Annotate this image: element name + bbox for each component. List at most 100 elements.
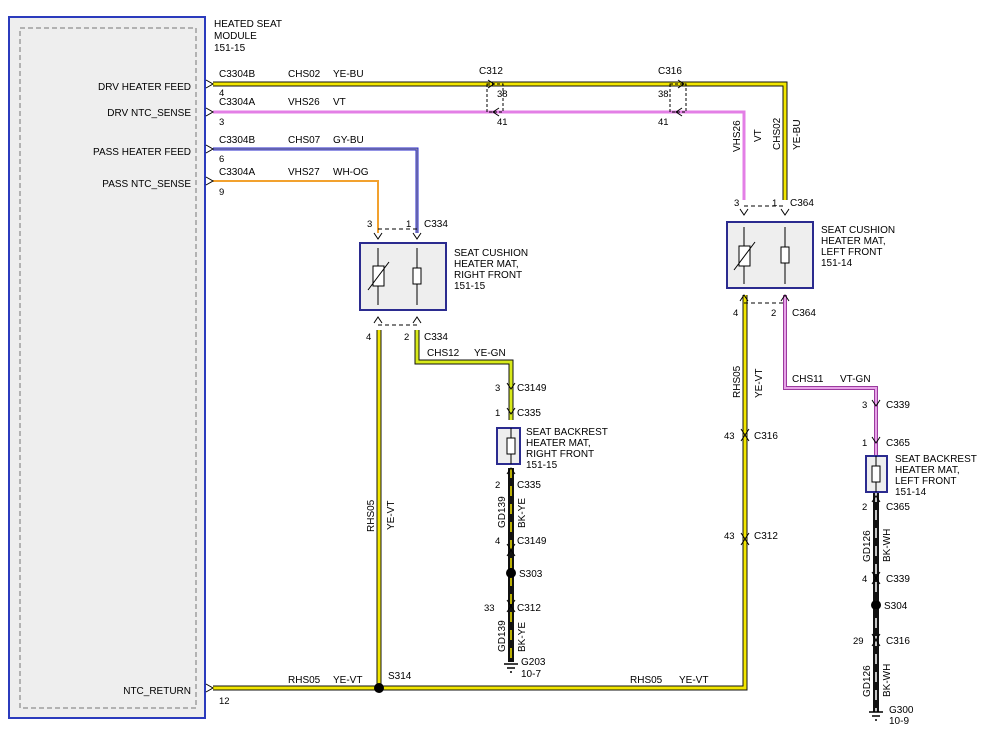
module-title-line-3: 151-15 [214, 43, 246, 54]
pin-2-c365: 2 [862, 502, 867, 513]
splice-s314: S314 [374, 671, 412, 693]
heated-seat-module: HEATED SEAT MODULE 151-15 DRV HEATER FEE… [8, 16, 282, 719]
pin-38-c316: 38 [658, 89, 669, 100]
label-ye-vt-vertical-rf: YE-VT [386, 501, 397, 530]
label-ye-vt-bottom-1: YE-VT [333, 675, 362, 686]
conn-c3304b-drv: C3304B [219, 69, 255, 80]
inline-connectors-top: C312 38 41 C316 38 41 [479, 66, 687, 128]
pin-num-drv-ntc: 3 [219, 117, 224, 128]
ground-g203-label: G203 [521, 657, 546, 668]
conn-c312-lf: C312 [754, 531, 778, 542]
rf-cushion-label-4: 151-15 [454, 281, 486, 292]
label-rhs05-bottom-1: RHS05 [288, 675, 321, 686]
pin-3-c339: 3 [862, 400, 867, 411]
rf-seat-cushion-heater: 3 1 C334 4 2 C334 SEAT CUSHION HEATER MA… [359, 219, 528, 343]
pin-label-ntc-return: NTC_RETURN [123, 686, 191, 697]
rf-backrest-label-4: 151-15 [526, 460, 558, 471]
conn-c335-bottom: C335 [517, 480, 541, 491]
label-vhs26-vertical: VHS26 [732, 120, 743, 152]
pin-4-c334-rf: 4 [366, 332, 371, 343]
conn-c334-bottom: C334 [424, 332, 448, 343]
pin-1-c335: 1 [495, 408, 500, 419]
label-chs11: CHS11 [792, 374, 824, 385]
wire-vhs26 [213, 110, 746, 200]
lf-seat-cushion-heater: 3 1 C364 4 2 C364 SEAT CUSHION HEATER MA… [726, 198, 895, 319]
module-title-line-1: HEATED SEAT [214, 19, 282, 30]
rf-backrest-label-1: SEAT BACKREST [526, 427, 608, 438]
pin-41-c312: 41 [497, 117, 508, 128]
conn-c3149-top: C3149 [517, 383, 547, 394]
label-vt-gn: VT-GN [840, 374, 871, 385]
label-rhs05-vertical-lf: RHS05 [732, 365, 743, 398]
wire-vhs27 [213, 180, 379, 233]
wire-chs02 [213, 81, 788, 200]
label-ye-gn: YE-GN [474, 348, 506, 359]
pin-1-c364-lf: 1 [772, 198, 777, 209]
label-gd126-vertical-1: GD126 [862, 530, 873, 562]
label-chs02-vertical: CHS02 [772, 117, 783, 150]
splice-s304-label: S304 [884, 601, 908, 612]
pin-num-pass-ntc: 9 [219, 187, 224, 198]
pin-4-c3149: 4 [495, 536, 500, 547]
pin-38-c312: 38 [497, 89, 508, 100]
conn-c364-bottom: C364 [792, 308, 816, 319]
label-ye-bu-vertical: YE-BU [792, 119, 803, 150]
pin-29-c316: 29 [853, 636, 864, 647]
label-bk-ye-vertical-1: BK-YE [517, 498, 528, 528]
ground-g300-label: G300 [889, 705, 914, 716]
lf-cushion-label-4: 151-14 [821, 258, 853, 269]
lf-cushion-label-2: HEATER MAT, [821, 236, 886, 247]
pin-label-pass-ntc-sense: PASS NTC_SENSE [102, 179, 191, 190]
splice-s304-dot [871, 600, 881, 610]
conn-c3149-bottom: C3149 [517, 536, 547, 547]
wire-chs12 [414, 330, 514, 420]
rhs05-inline-connectors: 43 C316 43 C312 [724, 428, 778, 546]
rf-seat-backrest-heater: 3 C3149 1 C335 SEAT BACKREST HEATER MAT,… [484, 382, 608, 680]
pin-num-pass-heater: 6 [219, 154, 224, 165]
label-vhs27: VHS27 [288, 167, 320, 178]
conn-c364-top: C364 [790, 198, 814, 209]
label-gd139-vertical-1: GD139 [497, 496, 508, 528]
pin-label-drv-ntc-sense: DRV NTC_SENSE [107, 108, 191, 119]
rf-backrest-label-3: RIGHT FRONT [526, 449, 594, 460]
splice-s314-dot [374, 683, 384, 693]
label-rhs05-vertical-rf: RHS05 [366, 499, 377, 532]
wire-labels: CHS02 YE-BU VHS26 VT CHS07 GY-BU VHS27 W… [288, 69, 893, 697]
conn-c365-top: C365 [886, 438, 910, 449]
label-vt: VT [333, 97, 346, 108]
splice-s303-dot [506, 568, 516, 578]
ground-g300-icon [869, 711, 883, 721]
ground-g203-icon [504, 663, 518, 673]
wires [213, 81, 879, 712]
pin-3-c3149: 3 [495, 383, 500, 394]
rf-cushion-label-3: RIGHT FRONT [454, 270, 522, 281]
lf-backrest-label-2: HEATER MAT, [895, 465, 960, 476]
label-ye-vt-vertical-lf: YE-VT [754, 369, 765, 398]
splice-s314-label: S314 [388, 671, 412, 682]
pin-3-c334-rf: 3 [367, 219, 372, 230]
label-ye-vt-bottom-2: YE-VT [679, 675, 708, 686]
pin-label-drv-heater-feed: DRV HEATER FEED [98, 82, 191, 93]
ground-g300-ref: 10-9 [889, 716, 909, 727]
conn-c316-mid: C316 [754, 431, 778, 442]
pin-33-c312: 33 [484, 603, 495, 614]
conn-c335-top: C335 [517, 408, 541, 419]
pin-1-c365: 1 [862, 438, 867, 449]
label-gd139-vertical-2: GD139 [497, 620, 508, 652]
pin-num-drv-heater: 4 [219, 88, 224, 99]
conn-c312-mid: C312 [517, 603, 541, 614]
wire-chs11 [783, 295, 878, 455]
conn-c316-top: C316 [658, 66, 682, 77]
wire-rhs05 [213, 295, 748, 691]
pin-43-c316: 43 [724, 431, 735, 442]
pin-1-c334-rf: 1 [406, 219, 411, 230]
lf-seat-backrest-heater: 3 C339 1 C365 SEAT BACKREST HEATER MAT, … [853, 399, 977, 727]
pin-3-c364-lf: 3 [734, 198, 739, 209]
label-gd126-vertical-2: GD126 [862, 665, 873, 697]
module-connectors: C3304B 4 C3304A 3 C3304B 6 C3304A 9 12 [205, 69, 255, 707]
splice-s303-label: S303 [519, 569, 543, 580]
label-chs12: CHS12 [427, 348, 460, 359]
conn-c3304a-pass: C3304A [219, 167, 255, 178]
pin-label-pass-heater-feed: PASS HEATER FEED [93, 147, 191, 158]
label-ye-bu: YE-BU [333, 69, 364, 80]
